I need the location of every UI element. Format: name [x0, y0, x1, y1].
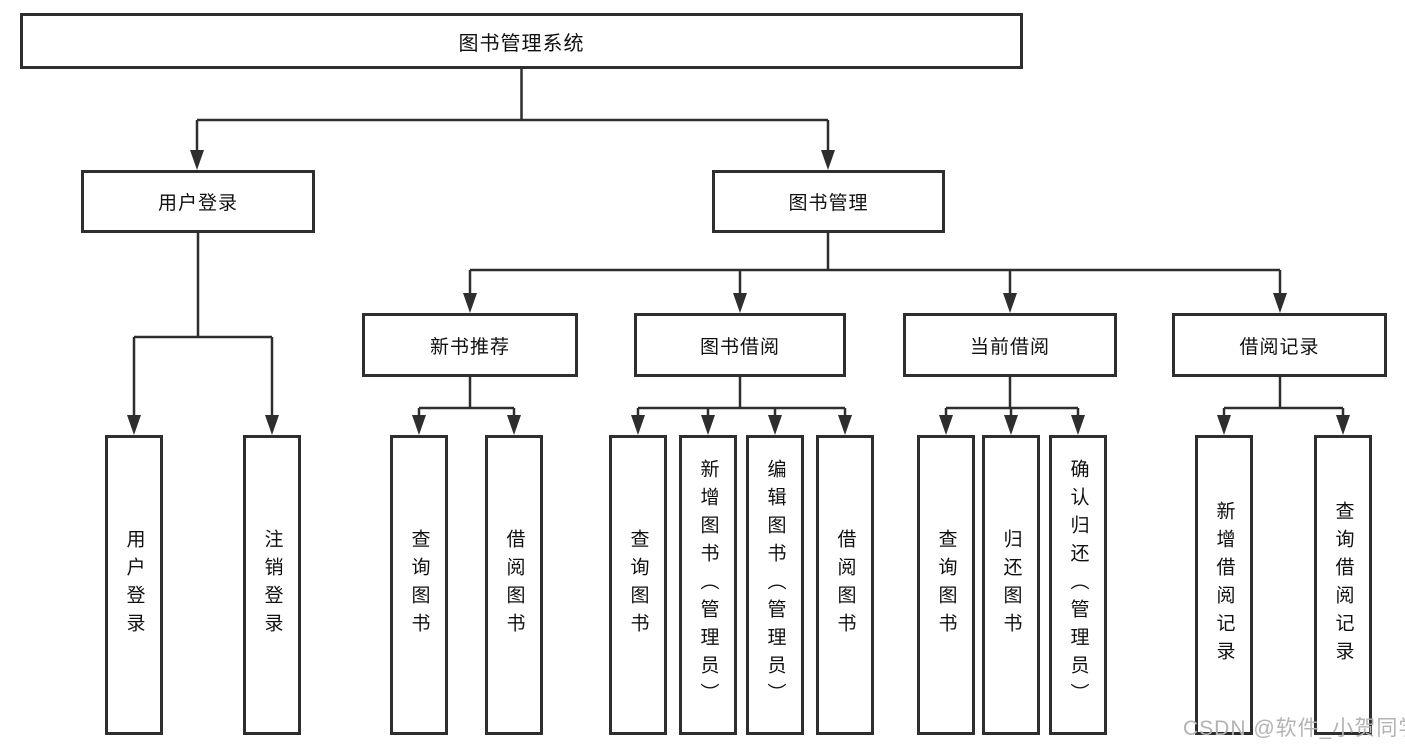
leaf-cb-return-books-label: 归还图书 — [1000, 529, 1022, 641]
leaf-logout-label: 注销登录 — [261, 529, 283, 641]
leaf-bb-borrow-books-label: 借阅图书 — [834, 529, 856, 641]
leaf-logout: 注销登录 — [243, 435, 301, 735]
leaf-nb-search-books: 查询图书 — [390, 435, 448, 735]
node-user-login: 用户登录 — [81, 170, 315, 233]
node-current-borrow-label: 当前借阅 — [969, 336, 1050, 358]
leaf-nb-borrow-books-label: 借阅图书 — [503, 529, 525, 641]
leaf-nb-borrow-books: 借阅图书 — [485, 435, 543, 735]
node-book-borrow-label: 图书借阅 — [699, 336, 780, 358]
node-book-mgmt-label: 图书管理 — [788, 193, 869, 214]
leaf-user-login: 用户登录 — [105, 435, 163, 735]
node-root-label: 图书管理系统 — [458, 32, 585, 55]
leaf-cb-confirm-return-admin: 确认归还（管理员） — [1049, 435, 1107, 735]
node-current-borrow: 当前借阅 — [903, 313, 1117, 377]
leaf-br-add-record-label: 新增借阅记录 — [1213, 501, 1235, 669]
leaf-nb-search-books-label: 查询图书 — [408, 529, 430, 641]
node-borrow-records: 借阅记录 — [1172, 313, 1387, 377]
leaf-bb-add-books-admin: 新增图书（管理员） — [679, 435, 737, 735]
node-book-borrow: 图书借阅 — [634, 313, 846, 377]
leaf-bb-search-books: 查询图书 — [609, 435, 667, 735]
node-user-login-label: 用户登录 — [157, 193, 238, 214]
watermark: CSDN @软件_小贺同学 — [1183, 717, 1405, 740]
leaf-user-login-label: 用户登录 — [123, 529, 145, 641]
leaf-cb-search-books: 查询图书 — [917, 435, 975, 735]
node-borrow-records-label: 借阅记录 — [1239, 336, 1320, 358]
leaf-bb-search-books-label: 查询图书 — [627, 529, 649, 641]
leaf-bb-add-books-admin-label: 新增图书（管理员） — [697, 459, 719, 711]
leaf-br-search-record-label: 查询借阅记录 — [1332, 501, 1354, 669]
node-root: 图书管理系统 — [20, 13, 1023, 69]
leaf-cb-return-books: 归还图书 — [982, 435, 1040, 735]
leaf-bb-edit-books-admin: 编辑图书（管理员） — [746, 435, 804, 735]
leaf-bb-edit-books-admin-label: 编辑图书（管理员） — [764, 459, 786, 711]
node-book-mgmt: 图书管理 — [712, 170, 945, 233]
leaf-br-add-record: 新增借阅记录 — [1195, 435, 1253, 735]
leaf-cb-search-books-label: 查询图书 — [935, 529, 957, 641]
node-new-book-rec-label: 新书推荐 — [429, 336, 510, 358]
leaf-br-search-record: 查询借阅记录 — [1314, 435, 1372, 735]
leaf-cb-confirm-return-admin-label: 确认归还（管理员） — [1067, 459, 1089, 711]
node-new-book-rec: 新书推荐 — [362, 313, 578, 377]
leaf-bb-borrow-books: 借阅图书 — [816, 435, 874, 735]
